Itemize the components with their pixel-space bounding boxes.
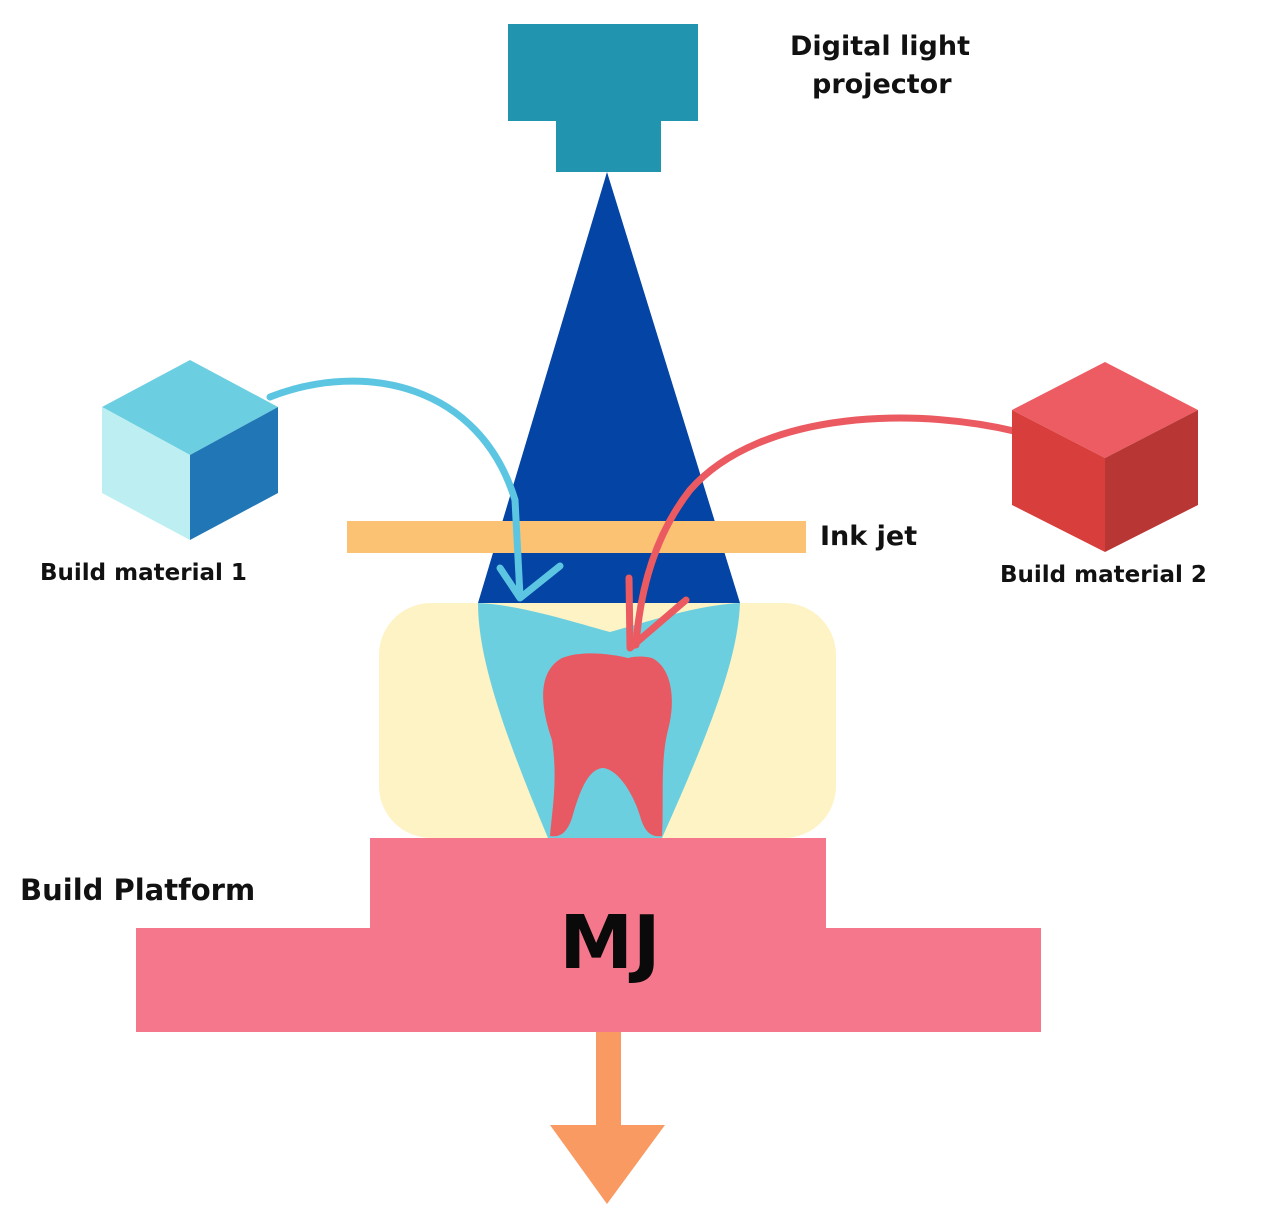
build-platform — [136, 838, 1041, 1032]
ink-jet-bar — [347, 521, 806, 553]
ink-jet-label: Ink jet — [820, 521, 918, 552]
projector-label-line-1: Digital light — [790, 31, 970, 62]
build-material-1-label: Build material 1 — [40, 560, 247, 586]
build-platform-label: Build Platform — [20, 873, 256, 907]
projector-label: Digital light projector — [790, 28, 970, 104]
cube-1-right — [190, 407, 278, 540]
material-2-arrowhead — [625, 574, 690, 652]
material-2-arrow — [632, 414, 1034, 649]
cube-2-right — [1105, 410, 1198, 552]
down-arrow-head — [550, 1125, 665, 1204]
projector-label-line-2: projector — [812, 69, 952, 100]
cube-1-left — [102, 407, 190, 540]
cube-1-top — [102, 360, 278, 455]
light-cone — [478, 172, 740, 603]
projector-icon — [508, 24, 698, 172]
down-arrow-shaft — [596, 1032, 621, 1127]
build-material-2-label: Build material 2 — [1000, 562, 1207, 588]
tooth-inner — [543, 653, 672, 837]
platform-mj-label: MJ — [559, 900, 661, 986]
cube-2-left — [1012, 410, 1105, 552]
material-1-arrowhead — [496, 562, 564, 602]
material-1-arrow — [266, 377, 524, 600]
